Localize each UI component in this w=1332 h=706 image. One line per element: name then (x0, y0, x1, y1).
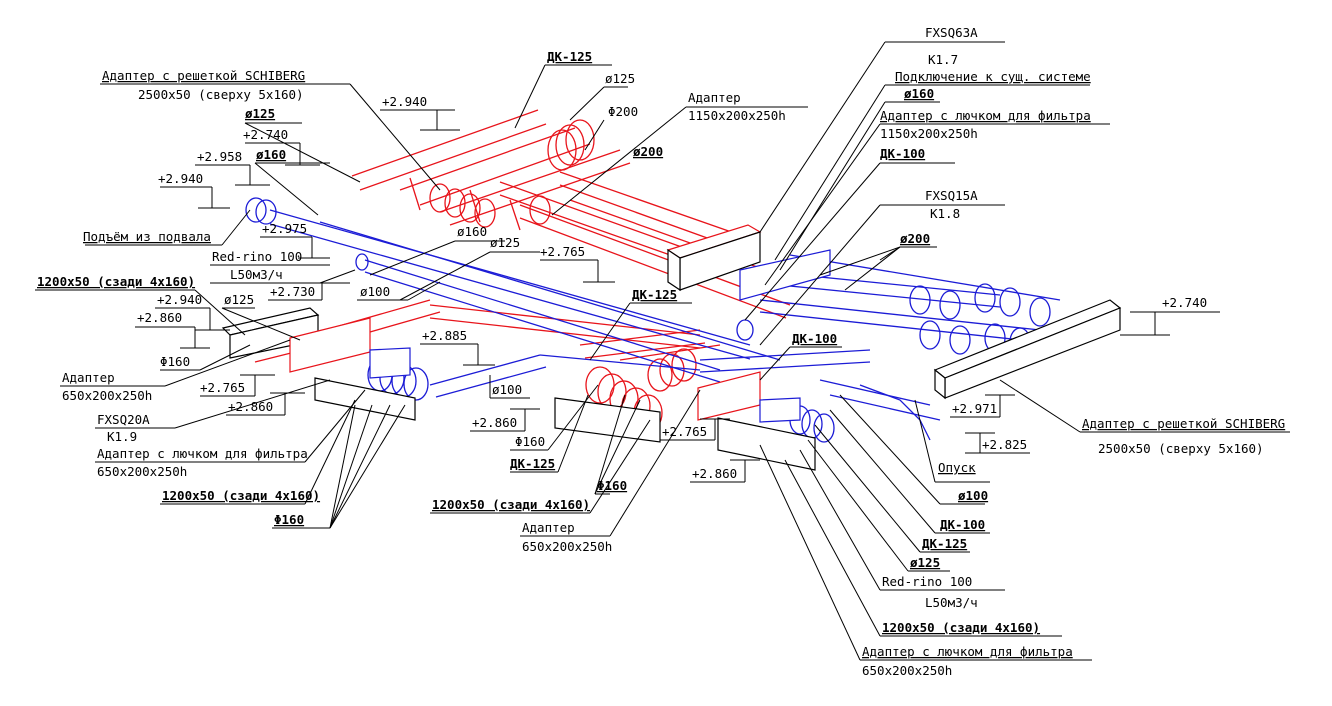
label-filter-adapter-size-top: 1150x200x250h (880, 126, 978, 141)
label-flow-bottom: L50м3/ч (925, 595, 978, 610)
label-adapter-top: Адаптер (688, 90, 741, 105)
label-elev-2860-center: +2.860 (472, 415, 517, 430)
supply-duct-upper (351, 109, 791, 319)
label-elev-2860-lower: +2.860 (692, 466, 737, 481)
label-d200-right: ø200 (900, 231, 930, 246)
label-d100-bottom: ø100 (958, 488, 988, 503)
label-d125-bottom: ø125 (910, 555, 940, 570)
equipment-boxes (221, 224, 1122, 471)
label-adapter-size-bottom: 650x200x250h (522, 539, 612, 554)
label-adapter-left: Адаптер (62, 370, 115, 385)
label-filter-adapter-size-bottom: 650x200x250h (862, 663, 952, 678)
label-schiberg-size-top: 2500x50 (сверху 5x160) (138, 87, 304, 102)
label-existing-connection: Подключение к сущ. системе (895, 69, 1091, 84)
label-fxsq63a: FXSQ63A (925, 25, 978, 40)
label-dk125-center: ДК-125 (632, 287, 677, 302)
label-d160-center: ø160 (457, 224, 487, 239)
label-elev-2730: +2.730 (270, 284, 315, 299)
label-grille-left-bottom: 1200x50 (сзади 4x160) (162, 488, 320, 503)
label-filter-adapter-top: Адаптер с лючком для фильтра (880, 108, 1091, 123)
label-grille-bottom-right: 1200x50 (сзади 4x160) (882, 620, 1040, 635)
label-elev-2765-center: +2.765 (540, 244, 585, 259)
label-d125-top: ø125 (605, 71, 635, 86)
label-redrino-bottom: Red-rino 100 (882, 574, 972, 589)
label-filter-adapter-left: Адаптер с лючком для фильтра (97, 446, 308, 461)
label-elev-2740-left: +2.740 (243, 127, 288, 142)
label-dk125-bottom: ДК-125 (922, 536, 967, 551)
label-filter-adapter-bottom: Адаптер с лючком для фильтра (862, 644, 1073, 659)
label-grille-left-top: 1200x50 (сзади 4x160) (37, 274, 195, 289)
label-d160-top-right: ø160 (904, 86, 934, 101)
label-elev-2971: +2.971 (952, 401, 997, 416)
label-d100-left: ø100 (360, 284, 390, 299)
label-drop: Опуск (938, 460, 976, 475)
label-basement-rise: Подъём из подвала (83, 229, 211, 244)
label-elev-2940-left: +2.940 (158, 171, 203, 186)
label-phi160-bottom-left: Φ160 (274, 512, 304, 527)
label-phi160-lower: Φ160 (597, 478, 627, 493)
label-elev-2825: +2.825 (982, 437, 1027, 452)
label-k18: К1.8 (930, 206, 960, 221)
label-d100-center: ø100 (492, 382, 522, 397)
label-fxsq15a: FXSQ15A (925, 188, 978, 203)
label-filter-adapter-size-left: 650x200x250h (97, 464, 187, 479)
label-flow-left: L50м3/ч (230, 267, 283, 282)
label-adapter-size-left: 650x200x250h (62, 388, 152, 403)
label-d160-left: ø160 (256, 147, 286, 162)
label-elev-2740-right: +2.740 (1162, 295, 1207, 310)
label-fxsq20a: FXSQ20A (97, 412, 150, 427)
label-dk100-center: ДК-100 (792, 331, 837, 346)
label-elev-2860-left-low: +2.860 (228, 399, 273, 414)
label-elev-2765-left: +2.765 (200, 380, 245, 395)
label-dk100-top: ДК-100 (880, 146, 925, 161)
leader-lines (35, 41, 1290, 661)
label-dk125-top: ДК-125 (547, 49, 592, 64)
annotation-labels: Адаптер с решеткой SCHIBERG 2500x50 (све… (37, 25, 1285, 678)
label-d200-center: ø200 (633, 144, 663, 159)
label-elev-2940-top: +2.940 (382, 94, 427, 109)
label-schiberg-adapter-top: Адаптер с решеткой SCHIBERG (102, 68, 305, 83)
label-phi160-left: Φ160 (160, 354, 190, 369)
label-elev-2940-mid: +2.940 (157, 292, 202, 307)
label-elev-2958: +2.958 (197, 149, 242, 164)
label-d125-mid-left: ø125 (224, 292, 254, 307)
label-elev-2860-left: +2.860 (137, 310, 182, 325)
label-redrino-left: Red-rino 100 (212, 249, 302, 264)
label-elev-2885: +2.885 (422, 328, 467, 343)
label-d125-left: ø125 (245, 106, 275, 121)
label-schiberg-adapter-right: Адаптер с решеткой SCHIBERG (1082, 416, 1285, 431)
label-phi160-center: Φ160 (515, 434, 545, 449)
label-elev-2765-lower: +2.765 (662, 424, 707, 439)
label-adapter-bottom: Адаптер (522, 520, 575, 535)
label-dk125-lower: ДК-125 (510, 456, 555, 471)
label-grille-center: 1200x50 (сзади 4x160) (432, 497, 590, 512)
label-k19: К1.9 (107, 429, 137, 444)
label-phi200-top: Φ200 (608, 104, 638, 119)
label-schiberg-size-right: 2500x50 (сверху 5x160) (1098, 441, 1264, 456)
duct-network (221, 109, 1122, 471)
supply-flex-coils (429, 119, 697, 432)
label-k17: К1.7 (928, 52, 958, 67)
label-elev-2975: +2.975 (262, 221, 307, 236)
label-d125-center: ø125 (490, 235, 520, 250)
label-dk100-bottom: ДК-100 (940, 517, 985, 532)
label-adapter-size-top: 1150x200x250h (688, 108, 786, 123)
